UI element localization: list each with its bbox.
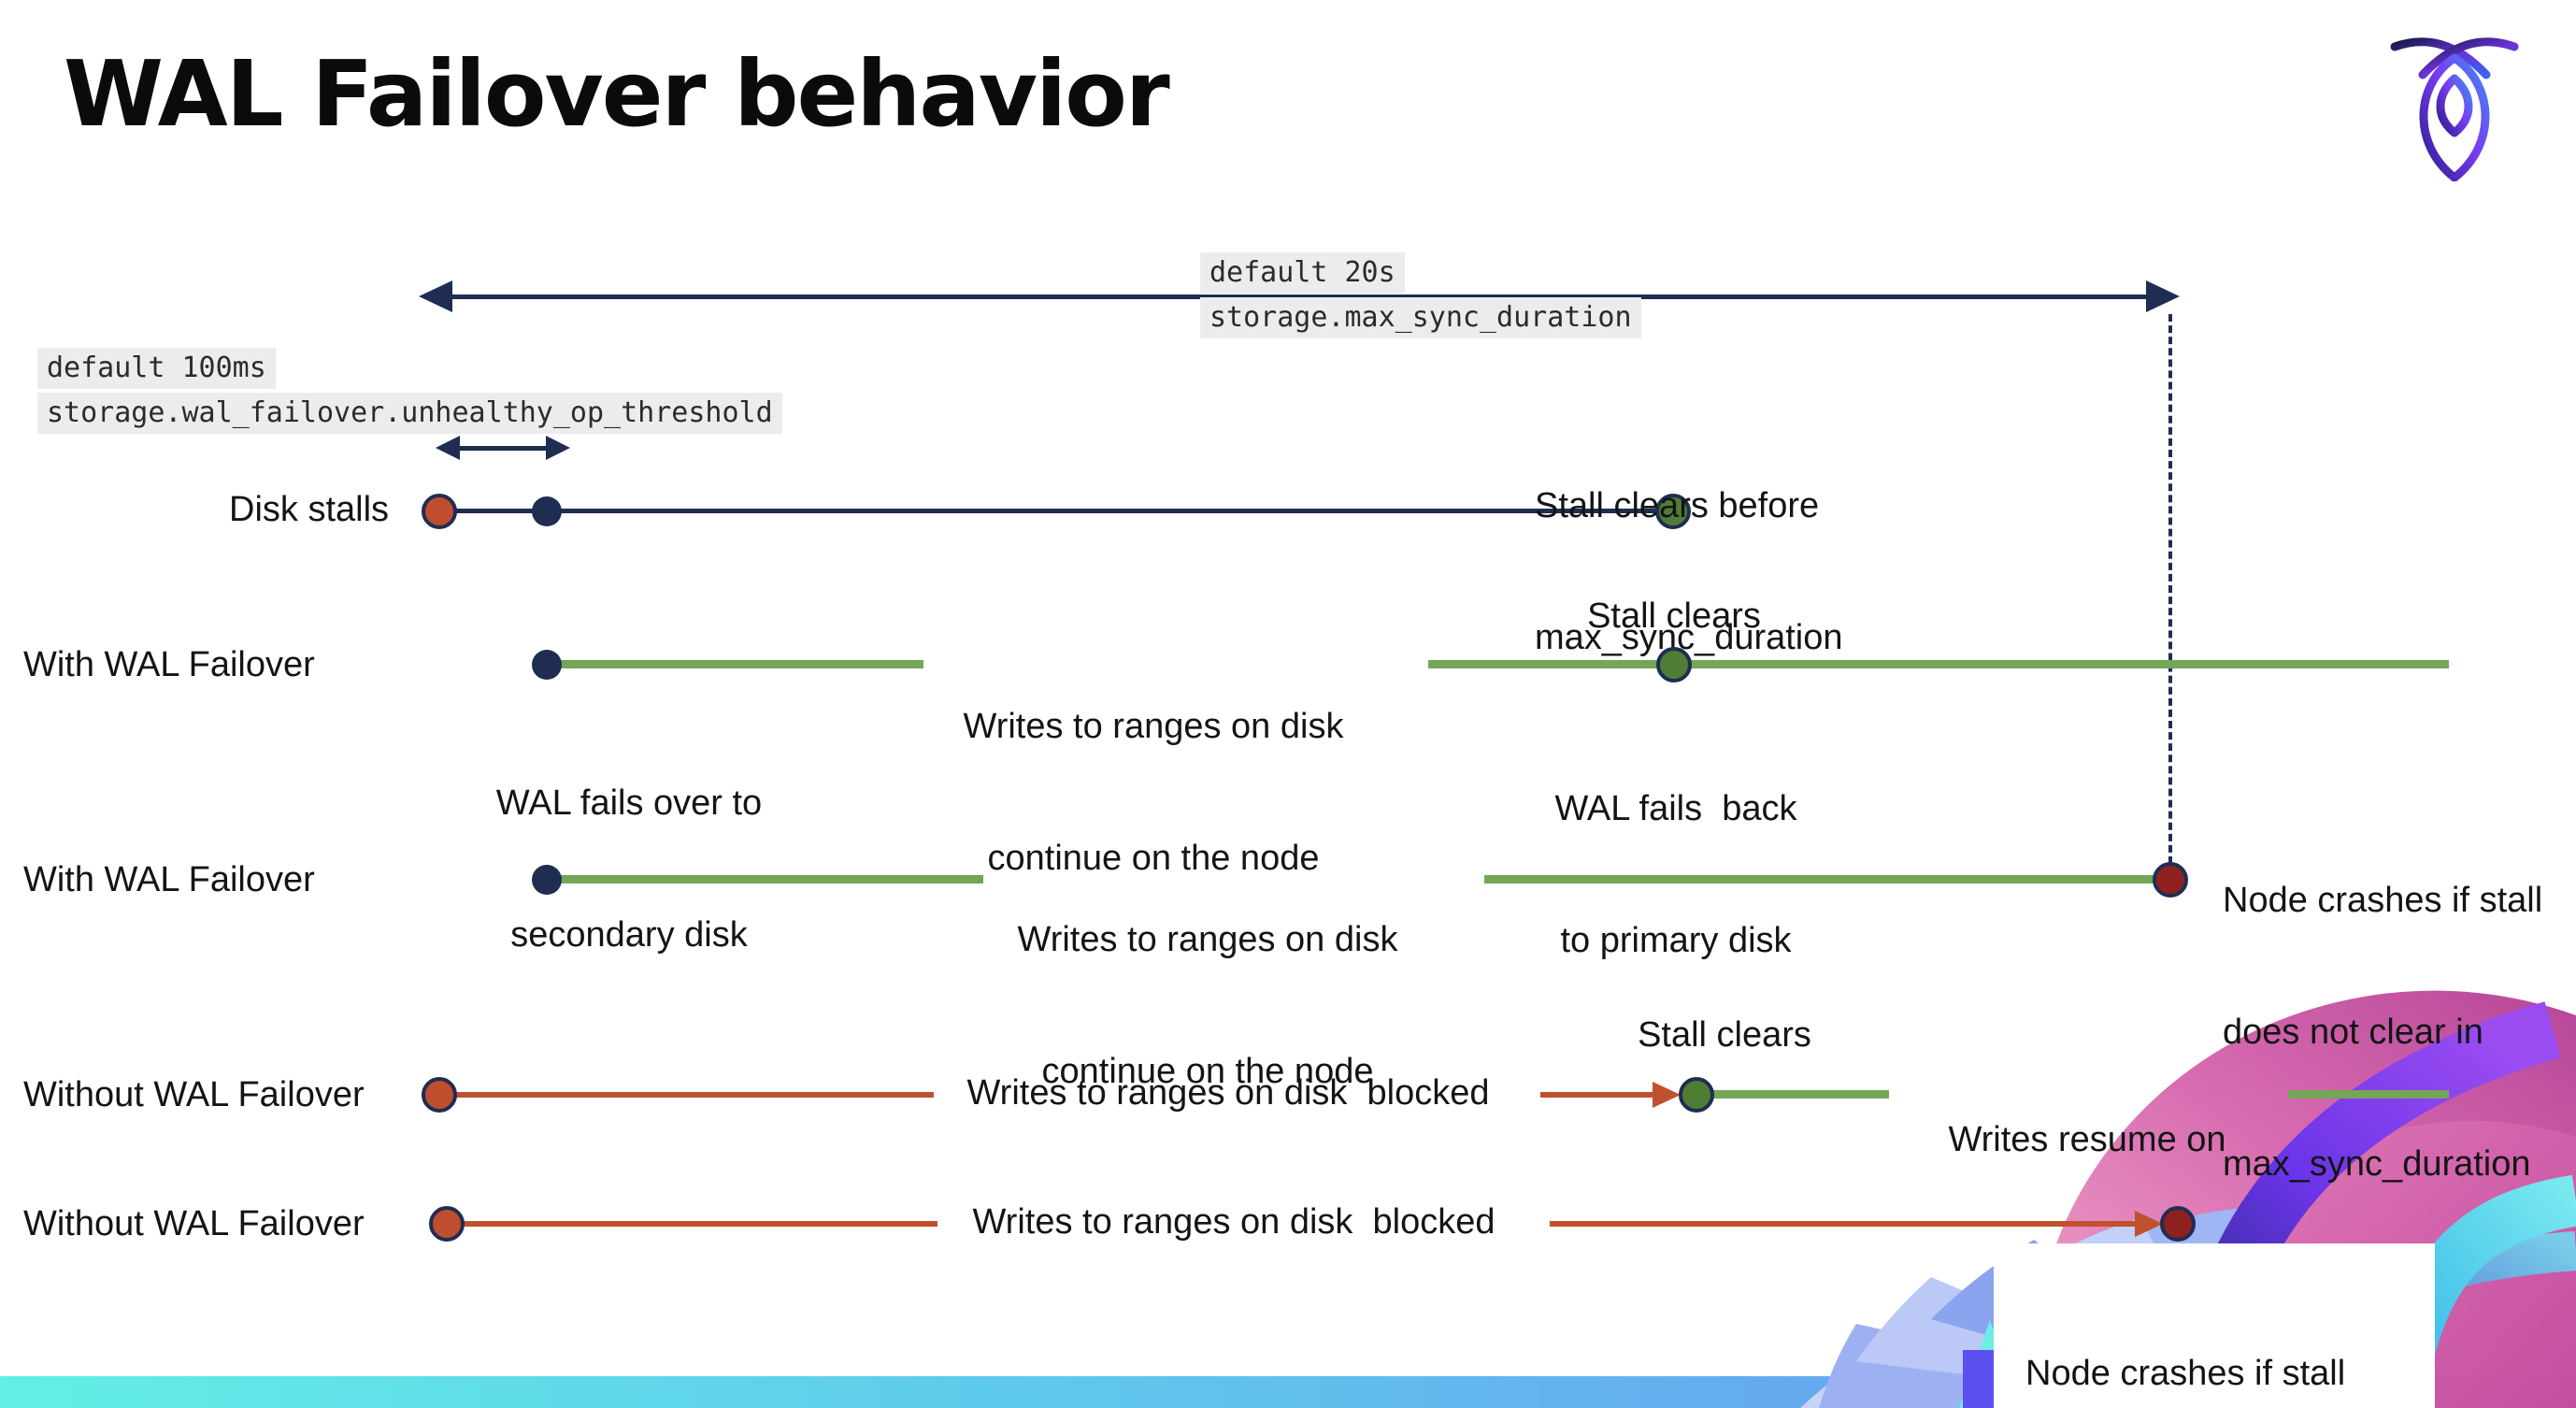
max-sync-setting-chip: storage.max_sync_duration bbox=[1200, 297, 1641, 338]
stall-clears-before-line1: Stall clears before bbox=[1535, 486, 1820, 525]
wal-fails-back-line2: to primary disk bbox=[1560, 921, 1792, 960]
max-sync-duration-arrow-line bbox=[437, 295, 2172, 299]
arrow-head-right-icon bbox=[2146, 280, 2180, 312]
stall-start-dot bbox=[422, 494, 457, 529]
green-timeline-seg bbox=[1428, 660, 1664, 668]
green-timeline-seg bbox=[561, 875, 983, 884]
green-timeline-seg bbox=[561, 660, 923, 668]
blocked-timeline-seg bbox=[1550, 1221, 2137, 1227]
wal-fails-over-line2: secondary disk bbox=[510, 915, 748, 955]
node-crash-dot bbox=[2153, 862, 2188, 898]
stall-clears-label-1: Stall clears bbox=[1587, 596, 1761, 636]
green-timeline-seg bbox=[1484, 875, 2155, 884]
cockroachdb-logo-icon bbox=[2390, 37, 2519, 181]
stall-clear-dot bbox=[1679, 1077, 1714, 1113]
page-title: WAL Failover behavior bbox=[64, 41, 1170, 147]
writes-continue-label-1: Writes to ranges on disk continue on the… bbox=[942, 617, 1365, 969]
writes-continue-line1: Writes to ranges on disk bbox=[1017, 920, 1398, 959]
wal-fails-back-line1: WAL fails back bbox=[1554, 789, 1797, 828]
stall-start-dot bbox=[422, 1077, 457, 1113]
wal-fails-back-label: WAL fails back to primary disk bbox=[1522, 699, 1830, 1051]
stall-clears-before-label: Stall clears before max_sync_duration bbox=[1535, 396, 1843, 748]
node-crashes-label-2: Node crashes if stall does not clear in … bbox=[2025, 1264, 2345, 1408]
blocked-timeline-seg bbox=[1540, 1092, 1654, 1098]
writes-resume-line1: Writes resume on bbox=[1948, 1120, 2226, 1159]
row-label-with-wal-failover-2: With WAL Failover bbox=[23, 860, 315, 899]
node-crash-dot bbox=[2160, 1206, 2196, 1242]
row-label-without-wal-failover-2: Without WAL Failover bbox=[23, 1204, 365, 1243]
row-label-with-wal-failover-1: With WAL Failover bbox=[23, 645, 315, 684]
red-arrow-head-icon bbox=[2135, 1211, 2163, 1237]
blocked-timeline-seg bbox=[463, 1221, 937, 1227]
node-crashes-callout-box: Node crashes if stall does not clear in … bbox=[1994, 1243, 2435, 1408]
threshold-arrow-head-left-icon bbox=[436, 436, 460, 460]
writes-continue-label-2: Writes to ranges on disk continue on the… bbox=[996, 830, 1419, 1182]
stall-start-dot bbox=[429, 1206, 465, 1242]
writes-continue-line2: continue on the node bbox=[987, 839, 1320, 878]
green-timeline-seg bbox=[1690, 660, 2449, 668]
row-label-without-wal-failover-1: Without WAL Failover bbox=[23, 1075, 365, 1114]
threshold-setting-chip: storage.wal_failover.unhealthy_op_thresh… bbox=[37, 393, 782, 434]
writes-continue-line1: Writes to ranges on disk bbox=[963, 707, 1344, 746]
wal-fails-over-label: WAL fails over to secondary disk bbox=[475, 694, 783, 1045]
stall-clears-label-2: Stall clears bbox=[1638, 1015, 1811, 1055]
node-crashes-line3: max_sync_duration bbox=[2223, 1144, 2531, 1184]
threshold-arrow-line bbox=[451, 446, 555, 451]
failover-dot bbox=[532, 865, 562, 895]
wal-fails-over-line1: WAL fails over to bbox=[495, 783, 763, 823]
stall-clears-before-line2: max_sync_duration bbox=[1535, 618, 1843, 657]
stall-clear-dot bbox=[1655, 494, 1691, 529]
red-arrow-head-icon bbox=[1653, 1082, 1681, 1108]
node-crashes-label-1: Node crashes if stall does not clear in … bbox=[2223, 791, 2576, 1274]
green-timeline-seg bbox=[2288, 1090, 2449, 1099]
failover-dot bbox=[532, 650, 562, 680]
writes-continue-line2: continue on the node bbox=[1041, 1052, 1374, 1091]
threshold-reached-dot bbox=[532, 496, 562, 526]
stall-clear-dot bbox=[1656, 647, 1692, 682]
writes-blocked-label-2: Writes to ranges on disk blocked bbox=[972, 1202, 1496, 1242]
row-label-disk-stalls: Disk stalls bbox=[229, 490, 390, 529]
max-sync-deadline-dashed-line bbox=[2168, 314, 2172, 864]
threshold-default-chip: default 100ms bbox=[37, 348, 276, 389]
writes-blocked-label-1: Writes to ranges on disk blocked bbox=[966, 1073, 1490, 1113]
node-crashes-line1: Node crashes if stall bbox=[2223, 881, 2543, 920]
threshold-arrow-head-right-icon bbox=[546, 436, 570, 460]
max-sync-default-chip: default 20s bbox=[1200, 252, 1405, 294]
node-crashes-line1: Node crashes if stall bbox=[2025, 1354, 2346, 1393]
green-timeline-seg bbox=[1713, 1090, 1889, 1099]
node-crashes-line2: does not clear in bbox=[2223, 1013, 2483, 1052]
blocked-timeline-seg bbox=[455, 1092, 934, 1098]
disk-stalls-timeline bbox=[439, 509, 1673, 513]
arrow-head-left-icon bbox=[419, 280, 452, 312]
